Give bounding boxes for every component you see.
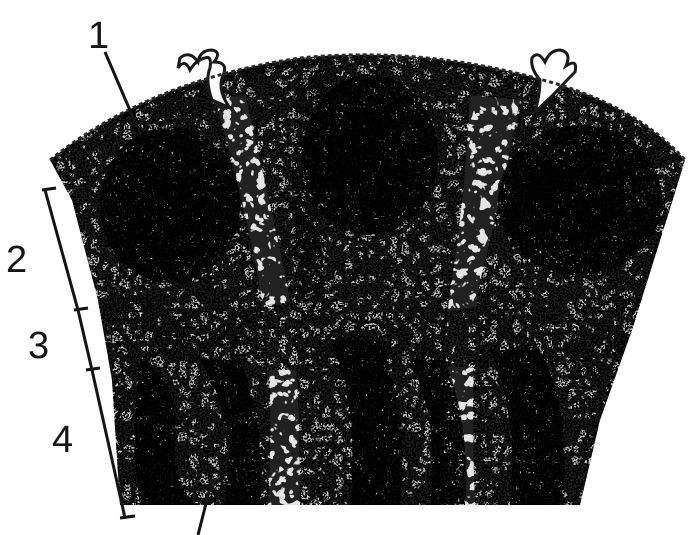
tissue-swirl <box>40 40 697 520</box>
label-4: 4 <box>52 419 73 461</box>
bracket-2 <box>45 190 78 310</box>
label-1: 1 <box>88 15 109 57</box>
bracket-3 <box>78 310 92 370</box>
bracket-3-tick <box>74 308 88 310</box>
tissue-section <box>40 40 697 520</box>
bracket-4-tick <box>86 368 100 370</box>
leader-line-1 <box>105 52 135 122</box>
bracket-4-tick-bottom <box>120 516 135 518</box>
bracket-2-tick <box>42 188 56 190</box>
label-3: 3 <box>28 325 49 367</box>
label-2: 2 <box>6 239 27 281</box>
